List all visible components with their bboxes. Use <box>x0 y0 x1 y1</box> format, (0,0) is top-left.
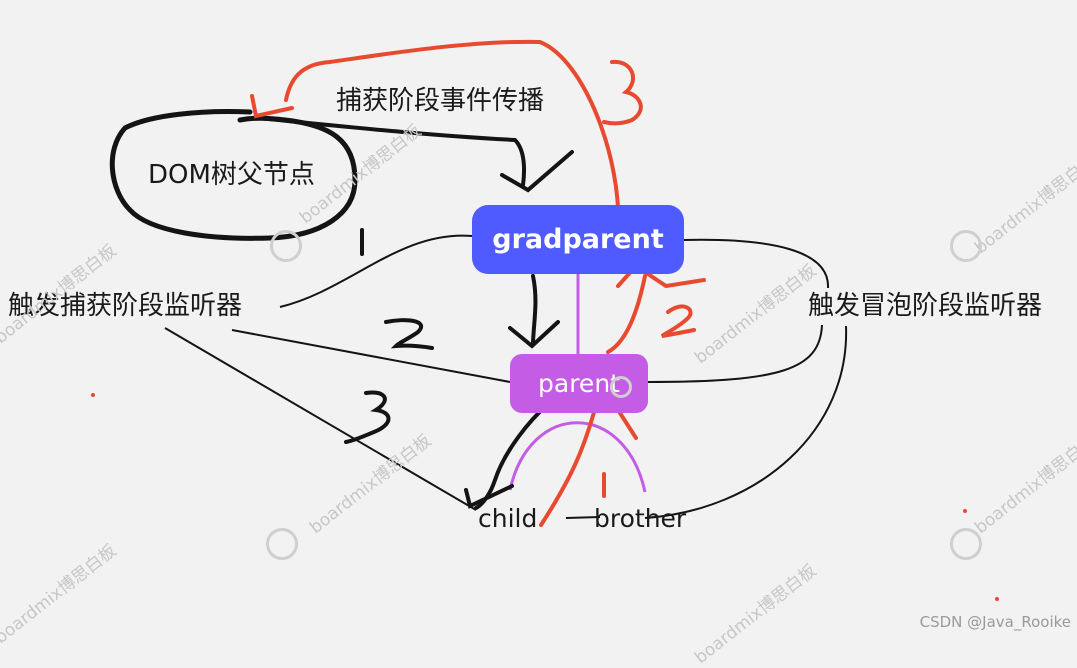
line-child-to-brother <box>565 516 601 519</box>
line-bubble-label-to-parent <box>647 324 823 383</box>
bubble-arrowhead-2 <box>616 263 706 289</box>
stray-dot-3 <box>995 597 999 601</box>
bubble-step-2 <box>660 304 696 338</box>
watermark-logo-icon <box>266 528 298 560</box>
node-brother: brother <box>594 504 687 533</box>
node-gradparent: gradparent <box>472 205 684 274</box>
tree-arc-parent-children <box>508 421 647 493</box>
watermark-logo-icon <box>610 376 632 398</box>
node-gradparent-label: gradparent <box>492 224 664 255</box>
bubble-step-3 <box>602 59 643 126</box>
capture-arrow-parent-to-child <box>474 402 550 510</box>
capture-arrow-dom-to-gradparent <box>256 116 526 187</box>
watermark-logo-icon <box>270 230 302 262</box>
label-dom-parent: DOM树父节点 <box>148 160 315 190</box>
bubble-arrowhead-3 <box>250 94 294 119</box>
capture-step-3 <box>344 390 391 444</box>
watermark-logo-icon <box>950 230 982 262</box>
capture-arrowhead-1 <box>500 150 574 193</box>
bubble-arrow-gradparent-to-dom <box>284 39 621 232</box>
line-bubble-label-to-gradparent <box>683 238 830 289</box>
bubble-arrow-parent-to-gradparent <box>606 274 647 354</box>
label-trigger-capture: 触发捕获阶段监听器 <box>8 291 243 321</box>
credit-text: CSDN @Java_Rooike <box>919 613 1071 631</box>
node-parent-label: parent <box>538 369 620 398</box>
drawing-layer <box>91 39 999 601</box>
capture-arrowhead-2 <box>508 320 560 349</box>
label-trigger-bubble: 触发冒泡阶段监听器 <box>808 291 1043 321</box>
node-parent: parent <box>510 354 648 413</box>
capture-step-2 <box>384 318 434 350</box>
line-capture-label-to-parent <box>231 329 511 383</box>
line-bubble-label-to-brother <box>644 325 848 519</box>
watermark-logo-icon <box>950 528 982 560</box>
capture-arrowhead-3 <box>464 484 514 509</box>
stray-dot-1 <box>91 393 95 397</box>
node-child: child <box>478 504 538 533</box>
capture-arrow-gradparent-to-parent <box>531 274 538 344</box>
stray-dot-2 <box>963 509 967 513</box>
diagram-canvas: 捕获阶段事件传播 DOM树父节点 触发捕获阶段监听器 触发冒泡阶段监听器 gra… <box>0 39 1077 668</box>
line-capture-label-to-gradparent <box>279 234 473 308</box>
label-capture-propagation: 捕获阶段事件传播 <box>336 86 545 116</box>
line-capture-label-to-child <box>164 327 477 511</box>
